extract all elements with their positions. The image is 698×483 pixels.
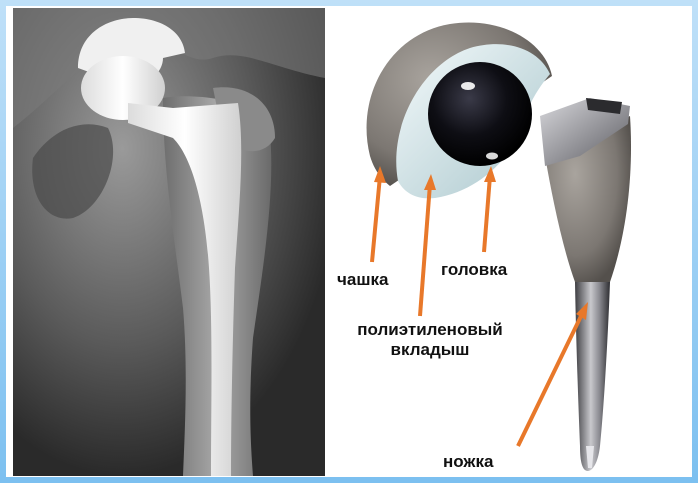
- head-arrow: [484, 176, 490, 252]
- label-liner-line1: полиэтиленовый: [330, 320, 530, 340]
- label-cup: чашка: [337, 270, 388, 290]
- head-component: [428, 62, 532, 166]
- stem-component: [540, 98, 631, 471]
- liner-arrow: [420, 184, 430, 316]
- xray-image: [13, 8, 325, 476]
- label-liner-line2: вкладыш: [330, 340, 530, 360]
- label-stem: ножка: [443, 452, 493, 472]
- label-head: головка: [441, 260, 507, 280]
- label-liner: полиэтиленовый вкладыш: [330, 320, 530, 360]
- cup-component: [367, 23, 552, 199]
- implant-diagram: [330, 6, 692, 477]
- cup-arrow: [372, 176, 380, 262]
